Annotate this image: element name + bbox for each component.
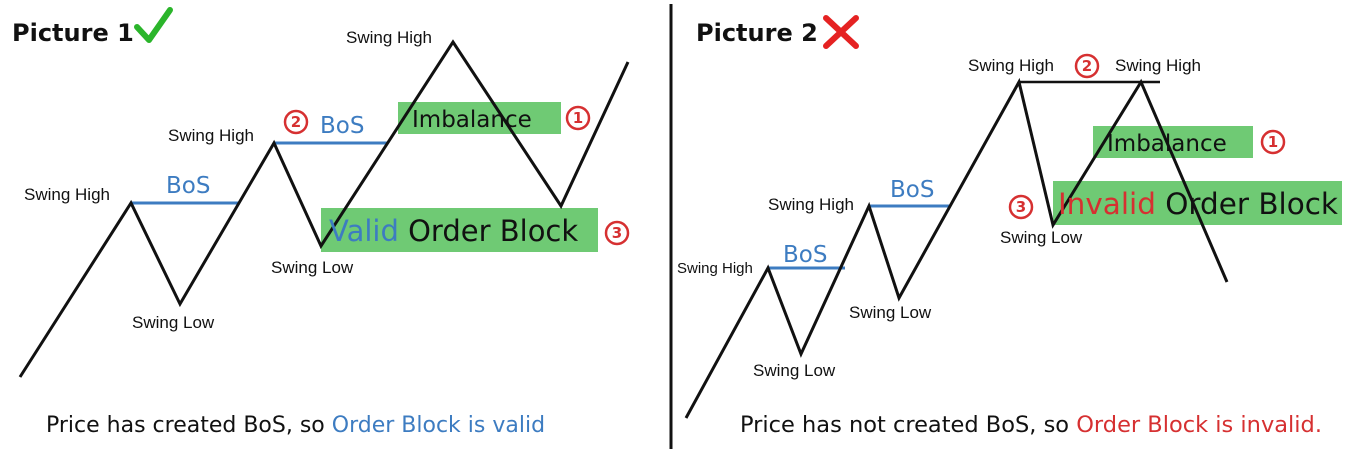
step-1-marker bbox=[1260, 129, 1286, 155]
order-block-text: Order Block bbox=[1156, 187, 1338, 221]
swing-high-label: Swing High bbox=[968, 56, 1054, 75]
bos-label: BoS bbox=[890, 177, 934, 203]
check-icon bbox=[134, 7, 173, 43]
swing-low-label: Swing Low bbox=[1000, 228, 1083, 247]
imbalance-box bbox=[398, 102, 561, 134]
swing-high-label: Swing High bbox=[346, 28, 432, 47]
order-block-box bbox=[321, 208, 598, 252]
step-2-marker bbox=[1074, 53, 1100, 79]
panel-2: Picture 2 Swing High Swing Low Swing Hig… bbox=[677, 15, 1342, 438]
swing-high-label: Swing High bbox=[768, 195, 854, 214]
price-line bbox=[18, 39, 630, 378]
step-2-marker bbox=[283, 109, 309, 135]
panel-1-title: Picture 1 bbox=[12, 19, 134, 47]
swing-high-label: Swing High bbox=[1115, 56, 1201, 75]
price-line bbox=[684, 77, 1229, 419]
panel-1-caption: Price has created BoS, so Order Block is… bbox=[46, 413, 545, 438]
step-3-number: 3 bbox=[612, 224, 622, 242]
order-block-qualifier: Invalid bbox=[1058, 187, 1156, 221]
cross-icon bbox=[823, 15, 859, 49]
caption-text: Price has created BoS, so bbox=[46, 413, 332, 438]
swing-low-label: Swing Low bbox=[849, 303, 932, 322]
caption-highlight: Order Block is invalid. bbox=[1076, 413, 1322, 438]
step-2-number: 2 bbox=[1082, 57, 1092, 75]
bos-label: BoS bbox=[166, 173, 210, 199]
step-3-number: 3 bbox=[1016, 198, 1026, 216]
step-3-marker bbox=[1008, 194, 1034, 220]
panel-2-caption: Price has not created BoS, so Order Bloc… bbox=[740, 413, 1322, 438]
panel-1: Picture 1 Swing High Swing Low Swing Hig… bbox=[12, 7, 630, 438]
order-block-box bbox=[1053, 181, 1342, 225]
bos-label: BoS bbox=[783, 242, 827, 268]
bos-label: BoS bbox=[320, 113, 364, 139]
swing-low-label: Swing Low bbox=[132, 313, 215, 332]
order-block-qualifier: Valid bbox=[329, 214, 399, 248]
step-1-marker bbox=[565, 105, 591, 131]
swing-low-label: Swing Low bbox=[271, 258, 354, 277]
step-1-number: 1 bbox=[573, 109, 583, 127]
order-block-text: Order Block bbox=[399, 214, 578, 248]
order-block-label: Invalid Order Block bbox=[1058, 187, 1338, 221]
order-block-label: Valid Order Block bbox=[329, 214, 578, 248]
swing-high-label: Swing High bbox=[168, 126, 254, 145]
step-2-number: 2 bbox=[291, 113, 301, 131]
caption-text: Price has not created BoS, so bbox=[740, 413, 1076, 438]
swing-low-label: Swing Low bbox=[753, 361, 836, 380]
imbalance-label: Imbalance bbox=[1107, 131, 1227, 157]
imbalance-label: Imbalance bbox=[412, 107, 532, 133]
swing-high-label: Swing High bbox=[677, 260, 753, 277]
swing-high-label: Swing High bbox=[24, 185, 110, 204]
panel-2-title: Picture 2 bbox=[696, 19, 818, 47]
step-1-number: 1 bbox=[1268, 133, 1278, 151]
step-3-marker bbox=[604, 220, 630, 246]
caption-highlight: Order Block is valid bbox=[332, 413, 545, 438]
